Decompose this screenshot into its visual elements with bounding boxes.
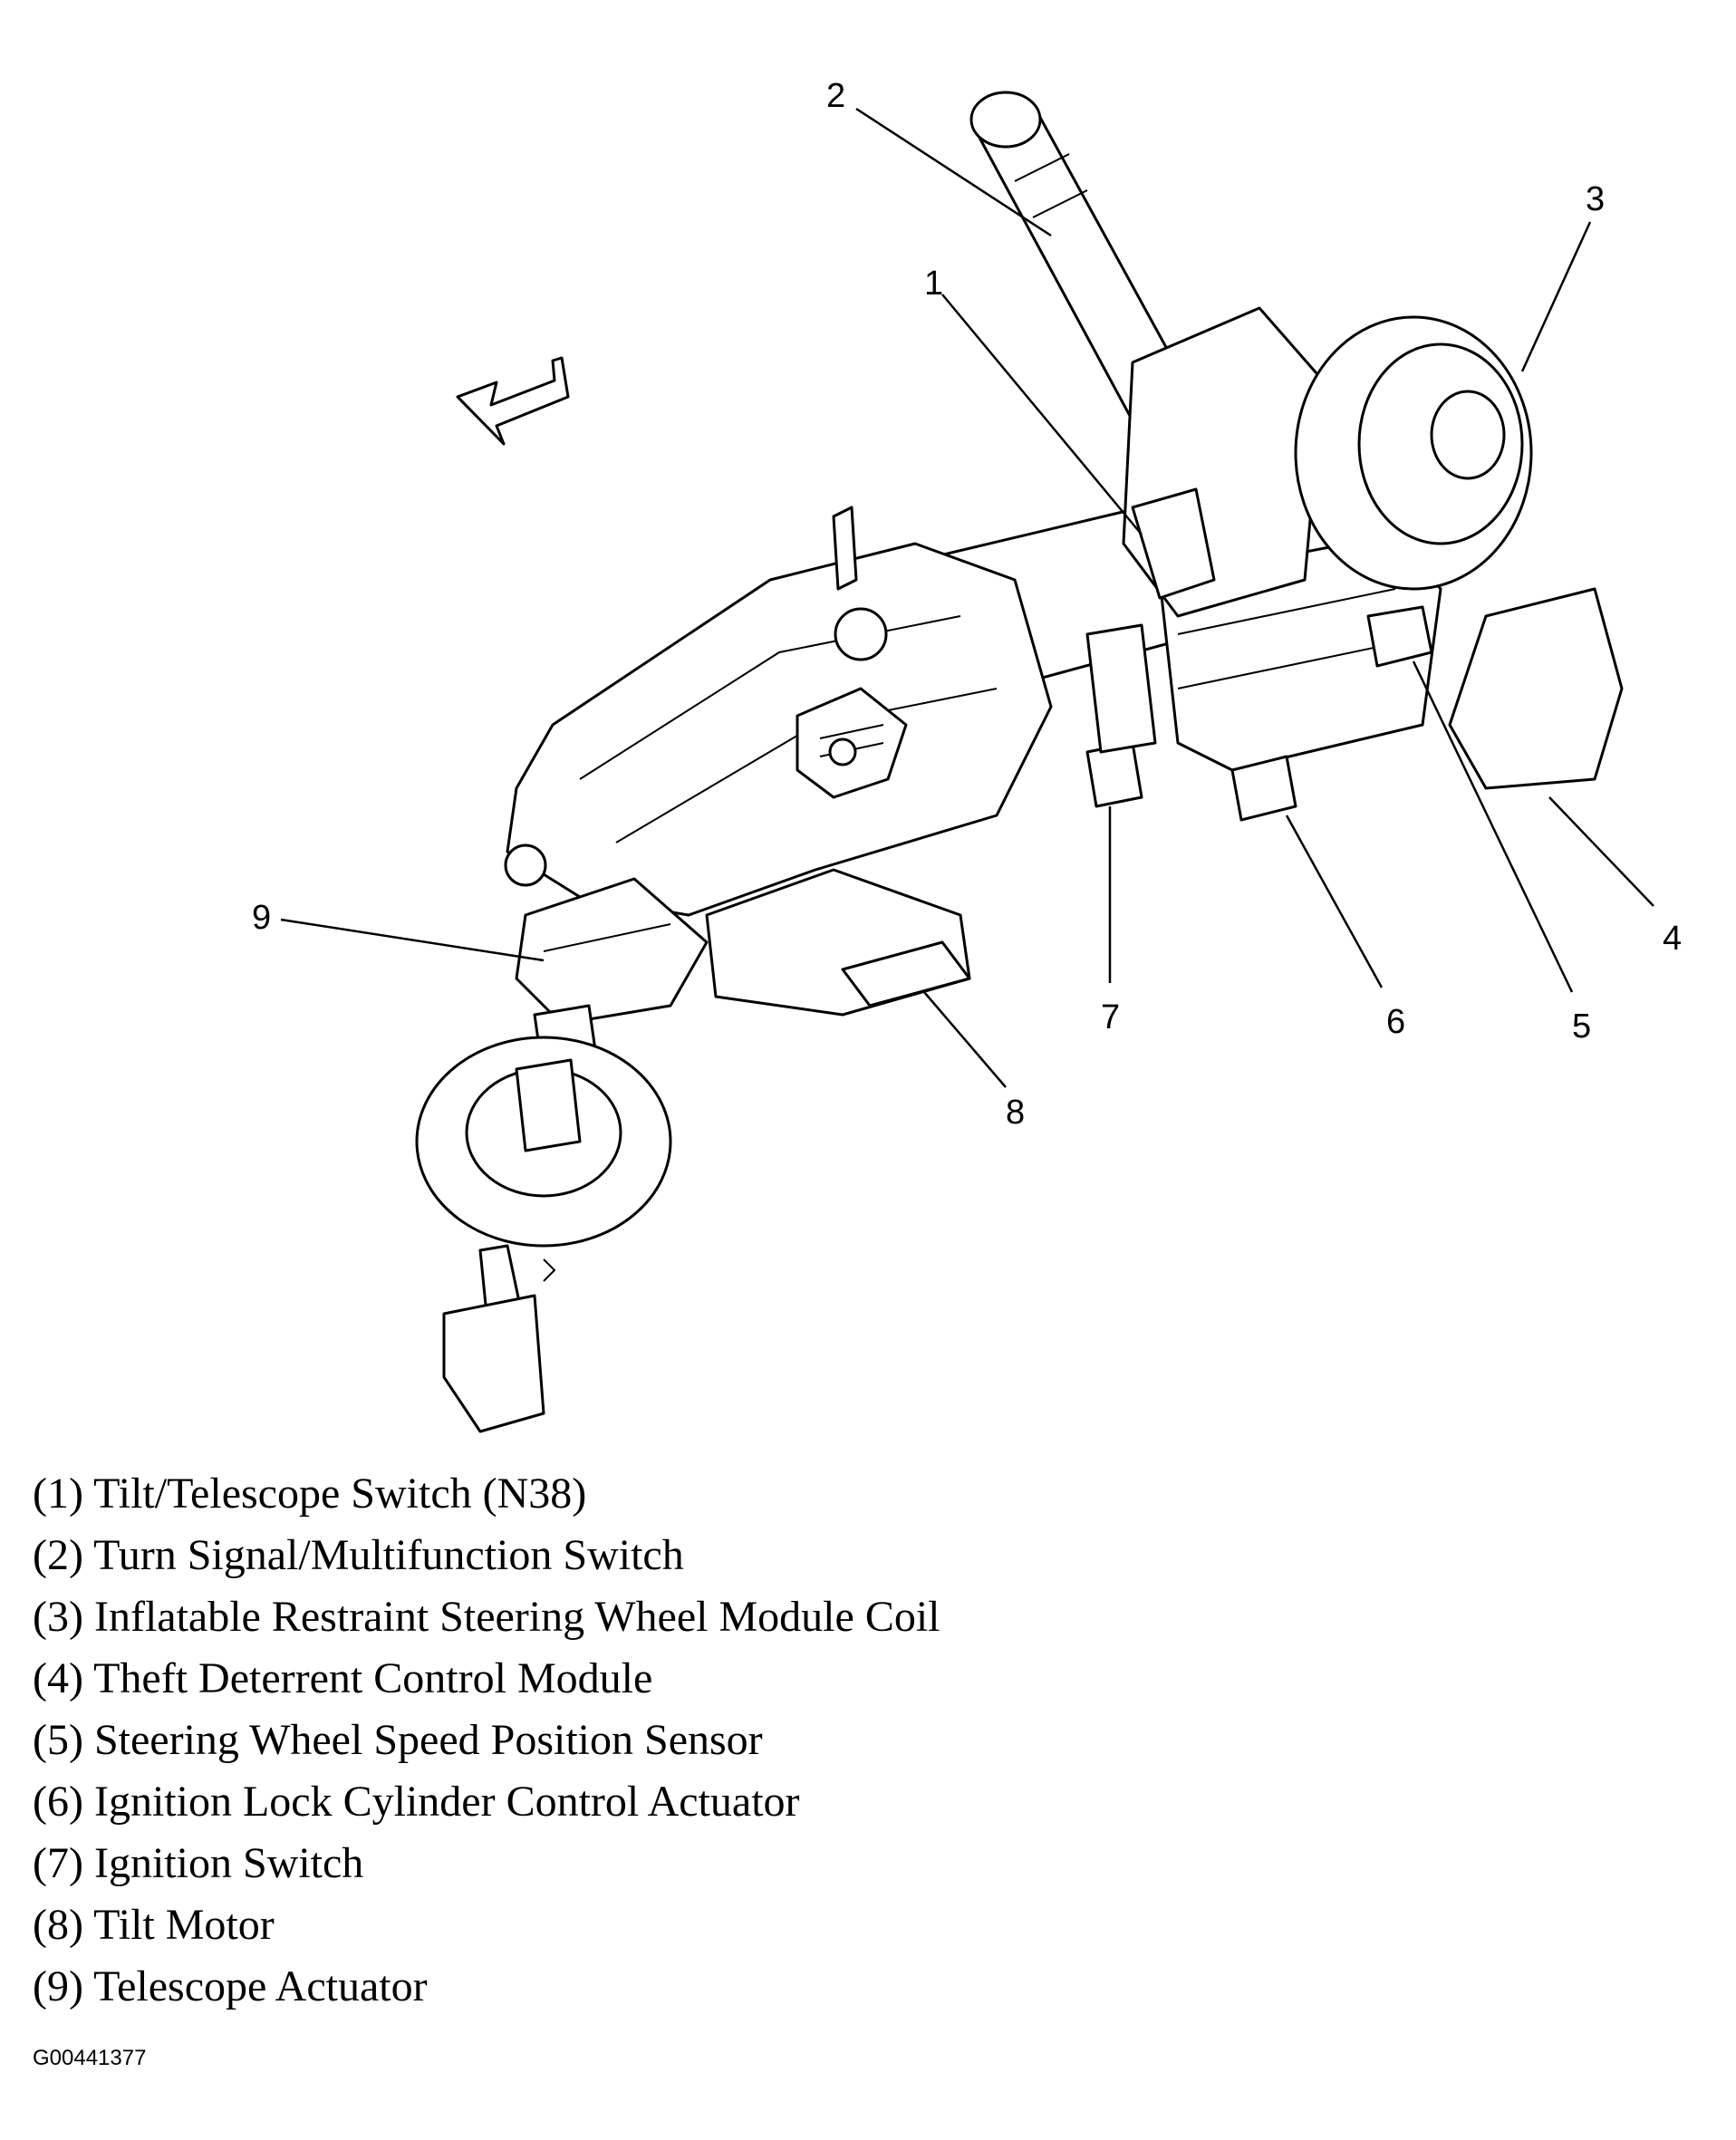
steering-column-diagram: 1 2 3 4 5 6 7 8 9	[252, 77, 1682, 1433]
leader-line-4	[1548, 796, 1654, 907]
callout-8: 8	[1006, 1094, 1025, 1132]
legend-item: (9) Telescope Actuator	[33, 1962, 428, 2010]
center-spindle	[796, 687, 908, 799]
intermediate-shaft	[415, 1004, 672, 1433]
leader-line-3	[1520, 221, 1592, 372]
leader-line-9	[280, 918, 545, 962]
speed-position-sensor	[1366, 605, 1433, 668]
parts-legend: (1) Tilt/Telescope Switch (N38) (2) Turn…	[33, 1463, 940, 2018]
leader-line-5	[1412, 660, 1574, 993]
telescope-actuator	[515, 877, 709, 1026]
callout-4: 4	[1663, 920, 1682, 958]
tilt-telescope-switch-housing	[1122, 306, 1325, 618]
callout-3: 3	[1586, 180, 1605, 218]
callout-7: 7	[1101, 998, 1120, 1036]
ignition-switch	[1085, 623, 1157, 808]
legend-item: (3) Inflatable Restraint Steering Wheel …	[33, 1593, 940, 1641]
forward-direction-arrow-icon	[456, 356, 570, 446]
tilt-motor	[705, 868, 971, 1017]
leader-line-1	[941, 294, 1143, 535]
legend-item: (6) Ignition Lock Cylinder Control Actua…	[33, 1778, 800, 1826]
legend-item: (2) Turn Signal/Multifunction Switch	[33, 1531, 684, 1579]
theft-deterrent-module	[1448, 587, 1624, 790]
leader-line-6	[1285, 815, 1384, 988]
callout-5: 5	[1572, 1007, 1591, 1046]
leader-line-8	[923, 991, 1007, 1088]
legend-item: (5) Steering Wheel Speed Position Sensor	[33, 1716, 763, 1764]
leader-lines	[280, 107, 1654, 1088]
callout-6: 6	[1386, 1003, 1405, 1041]
legend-item: (4) Theft Deterrent Control Module	[33, 1654, 653, 1702]
sir-coil	[1294, 315, 1533, 591]
legend-item: (8) Tilt Motor	[33, 1901, 275, 1949]
lower-mounting-bracket	[504, 506, 1053, 917]
leader-line-2	[855, 107, 1052, 237]
figure-id: G00441377	[33, 2046, 147, 2070]
lock-cylinder-actuator	[1230, 755, 1297, 822]
legend-item: (7) Ignition Switch	[33, 1839, 364, 1887]
legend-item: (1) Tilt/Telescope Switch (N38)	[33, 1470, 587, 1518]
callout-1: 1	[924, 265, 943, 303]
callout-9: 9	[252, 899, 271, 937]
callout-2: 2	[826, 77, 845, 115]
